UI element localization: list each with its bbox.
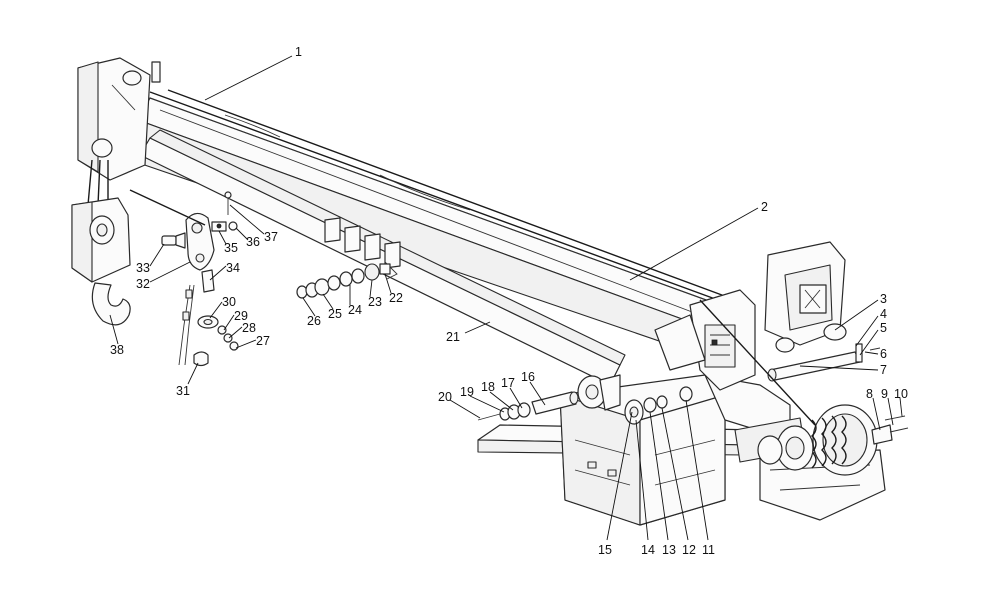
callout-32: 32 (136, 277, 150, 291)
boom-nose (77, 57, 161, 181)
part-29 (217, 325, 227, 335)
callout-20: 20 (438, 390, 452, 404)
callout-12: 12 (682, 543, 696, 557)
callout-2: 2 (761, 200, 768, 214)
washer-stack (296, 263, 391, 299)
leader-lines (109, 55, 903, 541)
callout-23: 23 (368, 295, 382, 309)
callout-5: 5 (880, 321, 887, 335)
callout-18: 18 (481, 380, 495, 394)
callout-31: 31 (176, 384, 190, 398)
callout-36: 36 (246, 235, 260, 249)
callout-17: 17 (501, 376, 515, 390)
part-27 (229, 341, 239, 351)
part-31 (193, 351, 209, 367)
callout-29: 29 (234, 309, 248, 323)
callout-21: 21 (446, 330, 460, 344)
part-plate-32 (185, 212, 215, 271)
winch-cable (699, 299, 816, 426)
callout-7: 7 (880, 363, 887, 377)
callout-22: 22 (389, 291, 403, 305)
callout-4: 4 (880, 307, 887, 321)
part-36 (228, 221, 238, 231)
part-30 (197, 315, 219, 329)
part-34 (201, 269, 215, 293)
callout-6: 6 (880, 347, 887, 361)
part-rod (178, 284, 195, 366)
callout-37: 37 (264, 230, 278, 244)
pin-stack (477, 391, 579, 421)
washer-stack-right (624, 386, 693, 425)
callout-11: 11 (702, 543, 715, 557)
part-28 (223, 333, 233, 343)
callout-15: 15 (598, 543, 612, 557)
callout-33: 33 (136, 261, 150, 275)
callout-25: 25 (328, 307, 342, 321)
callout-28: 28 (242, 321, 256, 335)
part-37 (224, 191, 232, 215)
part-pin-33 (161, 232, 186, 249)
latch-parts (871, 415, 909, 445)
callout-1: 1 (295, 45, 302, 59)
callout-38: 38 (110, 343, 124, 357)
callout-8: 8 (866, 387, 873, 401)
callout-26: 26 (307, 314, 321, 328)
callout-13: 13 (662, 543, 676, 557)
callout-30: 30 (222, 295, 236, 309)
cable-run (129, 189, 206, 226)
callout-9: 9 (881, 387, 888, 401)
callout-34: 34 (226, 261, 240, 275)
boom-pivot (577, 374, 621, 411)
part-35 (211, 221, 227, 232)
boom-base-head (654, 289, 756, 391)
callout-27: 27 (256, 334, 270, 348)
callout-24: 24 (348, 303, 362, 317)
boom-lugs (324, 217, 401, 280)
callout-14: 14 (641, 543, 655, 557)
callout-35: 35 (224, 241, 238, 255)
pin-assembly-right (767, 343, 881, 382)
hook-block (71, 159, 131, 326)
rear-bracket (764, 241, 847, 353)
callout-19: 19 (460, 385, 474, 399)
callout-16: 16 (521, 370, 535, 384)
callout-10: 10 (894, 387, 908, 401)
winch-assembly (734, 404, 878, 476)
callout-3: 3 (880, 292, 887, 306)
